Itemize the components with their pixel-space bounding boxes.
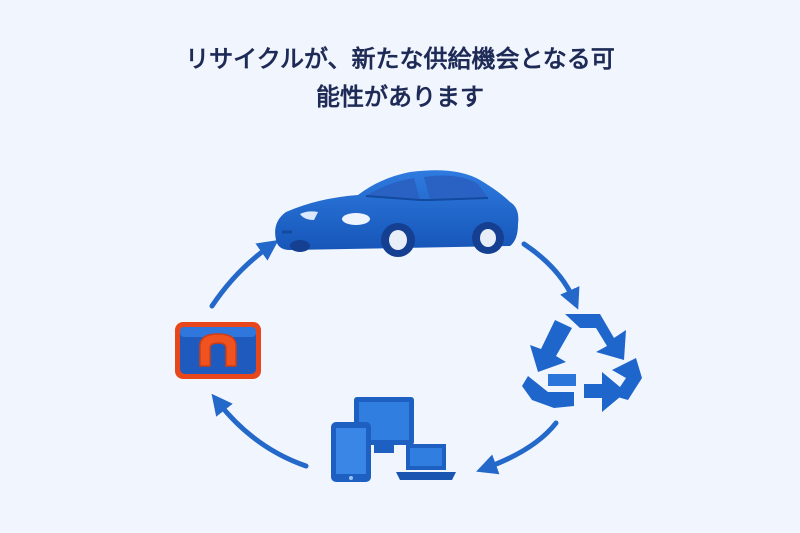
cycle-arrows <box>209 239 580 475</box>
car-icon <box>275 170 519 257</box>
nickel-material-icon <box>175 322 261 379</box>
electronic-devices-icon <box>331 397 456 482</box>
page-title: リサイクルが、新たな供給機会となる可 能性があります <box>0 40 800 116</box>
arrow-material-to-car <box>209 239 279 309</box>
arrow-recycle-to-devices <box>476 420 559 475</box>
arrow-devices-to-material <box>211 393 309 469</box>
title-line-2: 能性があります <box>316 83 484 111</box>
title-line-1: リサイクルが、新たな供給機会となる可 <box>185 45 615 73</box>
arrow-car-to-recycle <box>521 241 580 310</box>
recycle-icon <box>522 314 642 412</box>
